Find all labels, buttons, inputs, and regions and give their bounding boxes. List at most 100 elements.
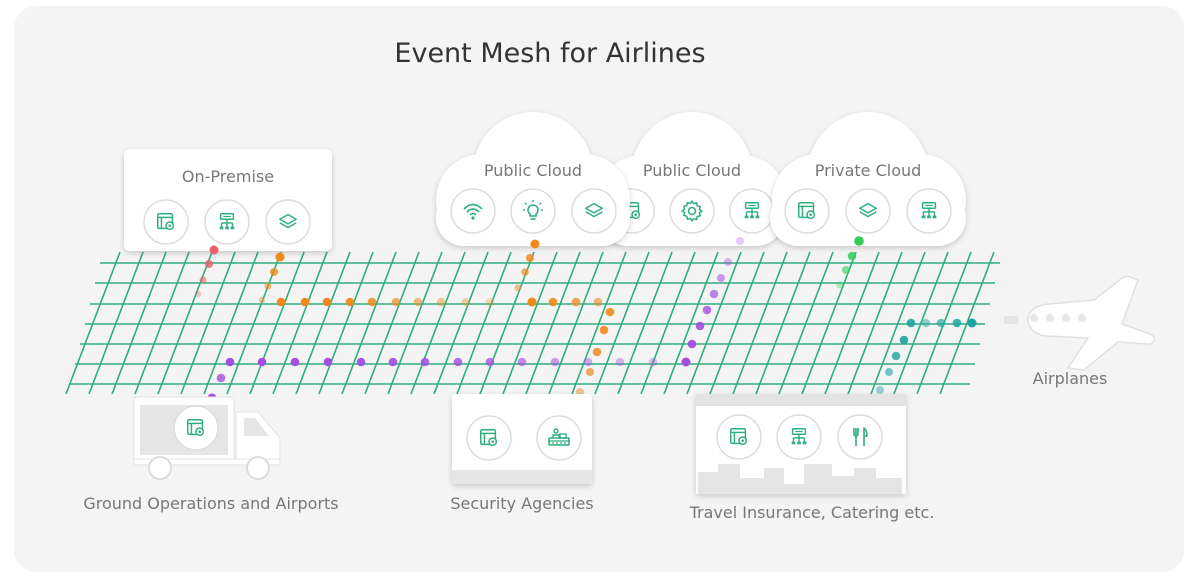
event-dot-purple xyxy=(724,258,732,266)
mesh-diagonal-line xyxy=(709,251,765,395)
mesh-diagonal-line xyxy=(387,251,443,395)
mesh-diagonal-line xyxy=(364,251,420,395)
event-dot-teal xyxy=(936,318,946,328)
event-dot-orange xyxy=(276,297,286,307)
event-dot-teal xyxy=(899,335,909,345)
mesh-diagonal-line xyxy=(870,251,926,395)
server-settings-icon xyxy=(784,188,830,234)
event-dot-orange xyxy=(258,296,266,304)
mesh-diagonal-line xyxy=(801,251,857,395)
mesh-diagonal-line xyxy=(755,251,811,395)
event-dot-teal xyxy=(952,318,962,328)
event-dot-orange xyxy=(530,239,540,249)
wifi-icon xyxy=(450,188,496,234)
event-dot-teal xyxy=(967,318,977,328)
diagram-title: Event Mesh for Airlines xyxy=(394,38,706,69)
event-dot-pink xyxy=(199,276,207,284)
mesh-diagonal-line xyxy=(893,251,949,395)
mesh-diagonal-line xyxy=(88,251,144,395)
mesh-diagonal-line xyxy=(571,251,627,395)
event-dot-purple xyxy=(702,305,712,315)
server-settings-icon xyxy=(466,415,512,461)
on-premise-node: On-Premise xyxy=(124,149,332,251)
event-dot-purple xyxy=(420,357,430,367)
mesh-diagonal-line xyxy=(456,251,512,395)
network-icon xyxy=(906,188,952,234)
event-dot-teal xyxy=(891,351,901,361)
event-dot-purple xyxy=(257,357,267,367)
public-cloud-1-label: Public Cloud xyxy=(484,161,582,180)
mesh-diagonal-line xyxy=(249,251,305,395)
event-dot-purple xyxy=(216,373,226,383)
mesh-diagonal-line xyxy=(732,251,788,395)
security-agencies-label: Security Agencies xyxy=(450,494,593,513)
event-dot-green xyxy=(836,281,844,289)
mesh-diagonal-line xyxy=(686,251,742,395)
event-dot-purple xyxy=(615,357,625,367)
airplanes-node: Airplanes xyxy=(1004,275,1155,388)
mesh-diagonal-line xyxy=(341,251,397,395)
airplane-icon xyxy=(1004,275,1155,371)
event-dot-purple xyxy=(517,357,527,367)
mesh-diagonal-line xyxy=(847,251,903,395)
event-dot-orange xyxy=(345,297,355,307)
mesh-diagonal-line xyxy=(111,251,167,395)
mesh-diagonal-line xyxy=(433,251,489,395)
event-dot-green xyxy=(847,251,857,261)
cutlery-icon xyxy=(837,414,883,460)
event-dot-teal xyxy=(906,318,916,328)
layers-icon xyxy=(845,188,891,234)
mesh-diagonal-line xyxy=(180,251,236,395)
event-dot-orange xyxy=(461,297,471,307)
mesh-diagonal-line xyxy=(226,251,282,395)
event-dot-orange xyxy=(548,297,558,307)
public-cloud-2-node: Public Cloud xyxy=(597,112,787,246)
event-dot-purple xyxy=(485,357,495,367)
scanner-icon xyxy=(536,415,582,461)
event-dot-orange xyxy=(485,297,495,307)
diagram-background xyxy=(14,6,1184,572)
ground-operations-node: Ground Operations and Airports xyxy=(83,396,339,513)
ground-operations-label: Ground Operations and Airports xyxy=(83,494,338,513)
event-dot-orange xyxy=(526,254,534,262)
event-dot-orange xyxy=(275,252,285,262)
travel-insurance-node: Travel Insurance, Catering etc. xyxy=(689,394,935,522)
airplanes-label: Airplanes xyxy=(1033,369,1108,388)
private-cloud-node: Private Cloud xyxy=(770,112,966,246)
event-dot-orange xyxy=(436,297,446,307)
event-dot-orange xyxy=(593,297,603,307)
event-dot-orange xyxy=(391,297,401,307)
event-dot-purple xyxy=(648,357,658,367)
private-cloud-label: Private Cloud xyxy=(815,161,922,180)
on-premise-label: On-Premise xyxy=(182,167,274,186)
server-settings-icon xyxy=(173,405,219,451)
server-settings-icon xyxy=(716,414,762,460)
layers-icon xyxy=(571,188,617,234)
event-dot-purple xyxy=(709,289,719,299)
mesh-diagonal-line xyxy=(824,251,880,395)
mesh-diagonal-line xyxy=(525,251,581,395)
event-dot-teal xyxy=(876,386,884,394)
mesh-diagonal-line xyxy=(272,251,328,395)
event-dot-orange xyxy=(586,368,594,376)
event-dot-orange xyxy=(605,307,615,317)
mesh-diagonal-line xyxy=(502,251,558,395)
mesh-diagonal-line xyxy=(663,251,719,395)
event-dot-orange xyxy=(264,282,272,290)
travel-insurance-label: Travel Insurance, Catering etc. xyxy=(689,503,935,522)
event-dot-purple xyxy=(323,357,333,367)
event-dot-purple xyxy=(550,357,560,367)
event-dot-orange xyxy=(592,347,602,357)
event-dot-pink xyxy=(205,260,213,268)
event-dot-pink xyxy=(209,245,219,255)
mesh-diagonal-line xyxy=(939,251,995,395)
mesh-diagonal-line xyxy=(65,251,121,395)
lightbulb-icon xyxy=(510,188,556,234)
event-dot-orange xyxy=(599,325,609,335)
event-dot-purple xyxy=(681,357,691,367)
network-icon xyxy=(204,199,250,245)
event-dot-orange xyxy=(521,268,529,276)
event-dot-orange xyxy=(367,297,377,307)
event-dot-purple xyxy=(717,274,725,282)
